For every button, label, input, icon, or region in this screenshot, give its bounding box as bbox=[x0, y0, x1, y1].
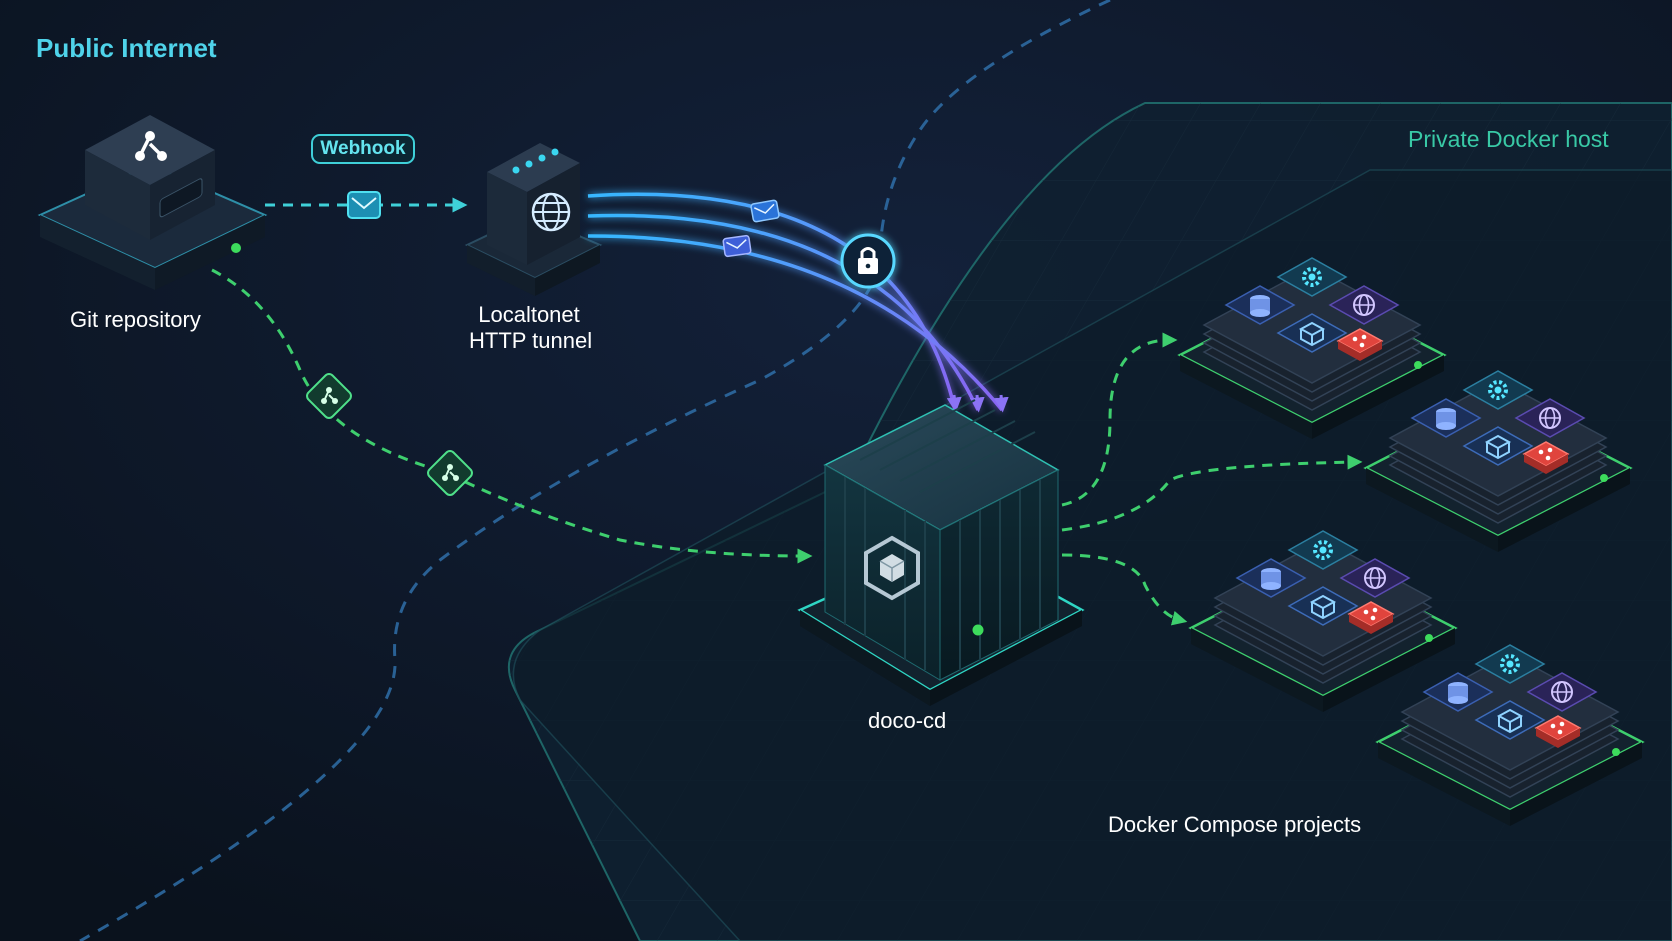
hexagon-cube-icon bbox=[864, 535, 920, 601]
box-icon bbox=[1287, 586, 1359, 626]
globe-icon bbox=[1514, 398, 1586, 438]
redis-icon bbox=[1336, 328, 1384, 361]
globe-icon bbox=[1328, 285, 1400, 325]
globe-icon bbox=[531, 192, 571, 232]
gear-icon bbox=[1462, 370, 1534, 410]
stack-led bbox=[1414, 361, 1422, 369]
box-icon bbox=[1462, 426, 1534, 466]
database-icon bbox=[1235, 558, 1307, 598]
docker-compose-projects-label: Docker Compose projects bbox=[1108, 812, 1362, 837]
status-leds bbox=[512, 148, 559, 174]
compose-project-stack[interactable] bbox=[1188, 530, 1458, 712]
globe-icon bbox=[1339, 558, 1411, 598]
stack-base-left bbox=[1378, 742, 1510, 826]
gear-icon bbox=[1474, 644, 1546, 684]
gear-icon bbox=[1287, 530, 1359, 570]
envelope-icon bbox=[347, 191, 381, 219]
stack-led bbox=[1425, 634, 1433, 642]
globe-icon bbox=[1526, 672, 1598, 712]
tunnel-envelope-icon-2 bbox=[722, 234, 752, 258]
network-boundary bbox=[79, 0, 1111, 941]
tunnel-arrow-2 bbox=[969, 394, 985, 413]
tunnel-arrow-3 bbox=[993, 394, 1009, 413]
localtonet-tunnel-label: Localtonet HTTP tunnel bbox=[469, 302, 593, 354]
tunnel-flow bbox=[587, 192, 1004, 412]
tunnel-label-line1: Localtonet bbox=[478, 302, 580, 327]
localtonet-tunnel-node[interactable] bbox=[464, 143, 603, 296]
stack-base-left bbox=[1191, 628, 1323, 712]
git-branch-icon bbox=[135, 131, 167, 161]
compose-project-stack[interactable] bbox=[1363, 370, 1633, 552]
compose-project-stack[interactable] bbox=[1177, 257, 1447, 439]
database-icon bbox=[1224, 285, 1296, 325]
git-commit-icon-2 bbox=[427, 450, 473, 496]
compose-project-stack[interactable] bbox=[1375, 644, 1645, 826]
stack-base-right bbox=[1498, 468, 1630, 552]
tunnel-arrow-1 bbox=[946, 394, 962, 413]
box-icon bbox=[1474, 700, 1546, 740]
public-internet-label: Public Internet bbox=[36, 33, 217, 63]
stack-led bbox=[1600, 474, 1608, 482]
redis-icon bbox=[1534, 715, 1582, 748]
database-icon bbox=[1422, 672, 1494, 712]
deploy-edge-1 bbox=[1061, 332, 1178, 507]
stack-base-right bbox=[1323, 628, 1455, 712]
box-icon bbox=[1276, 313, 1348, 353]
tunnel-label-line2: HTTP tunnel bbox=[469, 328, 593, 353]
redis-icon bbox=[1347, 601, 1395, 634]
git-commit-icon-1 bbox=[306, 373, 352, 419]
gear-icon bbox=[1276, 257, 1348, 297]
git-pull-edge bbox=[211, 268, 813, 564]
webhook-badge: Webhook bbox=[311, 134, 415, 164]
stack-base-right bbox=[1312, 355, 1444, 439]
doco-cd-node[interactable] bbox=[797, 399, 1085, 706]
database-icon bbox=[1410, 398, 1482, 438]
stack-led bbox=[1612, 748, 1620, 756]
doco-cd-label: doco-cd bbox=[868, 708, 947, 733]
private-docker-host-label: Private Docker host bbox=[1408, 126, 1609, 152]
stack-base-right bbox=[1510, 742, 1642, 826]
lock-icon bbox=[840, 233, 896, 289]
compose-stacks bbox=[1177, 257, 1645, 826]
git-repository-label: Git repository bbox=[70, 307, 201, 332]
stack-base-left bbox=[1366, 468, 1498, 552]
deploy-edge-3 bbox=[1061, 553, 1188, 626]
redis-icon bbox=[1522, 441, 1570, 474]
stack-base-left bbox=[1180, 355, 1312, 439]
git-repository-node[interactable] bbox=[37, 115, 268, 290]
tunnel-envelope-icon-1 bbox=[750, 199, 780, 223]
